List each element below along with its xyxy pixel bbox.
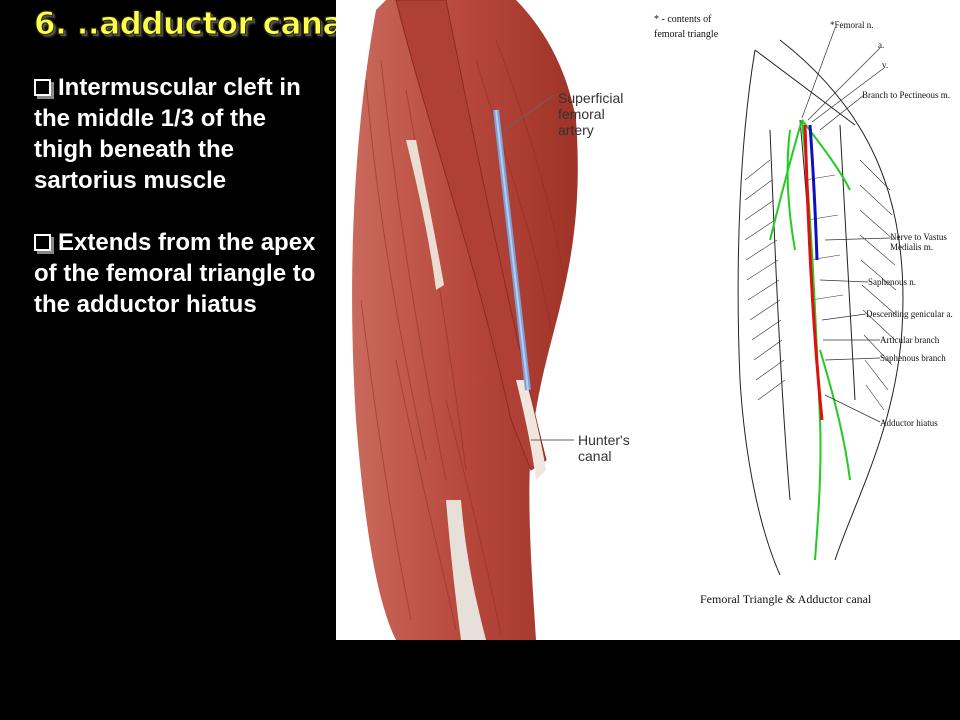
slide-title: 6. ..adductor canal xyxy=(33,6,354,43)
label-saphenous-branch: Saphenous branch xyxy=(880,353,946,363)
label-descending-genicular-artery: Descending genicular a. xyxy=(866,309,953,319)
label-artery: a. xyxy=(878,40,885,50)
label-nerve-to-vastus-medialis: Nerve to Vastus Medialis m. xyxy=(890,232,947,252)
bullet-text: Extends from the apex of the femoral tri… xyxy=(34,229,316,318)
label-saphenous-nerve: Saphenous n. xyxy=(868,277,916,287)
label-femoral-nerve: *Femoral n. xyxy=(830,20,874,30)
bullet-text: Intermuscular cleft in the middle 1/3 of… xyxy=(34,74,301,194)
note-contents-femoral-triangle: * - contents of femoral triangle xyxy=(654,14,719,40)
label-superficial-femoral-artery: Superficial femoral artery xyxy=(558,90,624,138)
thigh-muscle-drawing xyxy=(352,0,578,640)
femoral-triangle-drawing xyxy=(737,27,904,576)
femoral-triangle-diagram: * - contents of femoral triangle *Femora… xyxy=(640,0,960,640)
label-branch-to-pectineous: Branch to Pectineous m. xyxy=(862,90,950,100)
bullet-item: Extends from the apex of the femoral tri… xyxy=(34,227,330,320)
thigh-muscle-illustration: Superficial femoral artery Hunter's cana… xyxy=(336,0,640,640)
label-vein: v. xyxy=(882,60,889,70)
bullet-item: Intermuscular cleft in the middle 1/3 of… xyxy=(34,72,330,196)
label-hunters-canal: Hunter's canal xyxy=(578,432,630,464)
checkbox-bullet-icon xyxy=(34,234,51,251)
figure-caption: Femoral Triangle & Adductor canal xyxy=(700,592,872,606)
label-articular-branch: Articular branch xyxy=(880,335,940,345)
checkbox-bullet-icon xyxy=(34,79,51,96)
label-adductor-hiatus: Adductor hiatus xyxy=(880,418,938,428)
bullet-list: Intermuscular cleft in the middle 1/3 of… xyxy=(34,72,330,351)
